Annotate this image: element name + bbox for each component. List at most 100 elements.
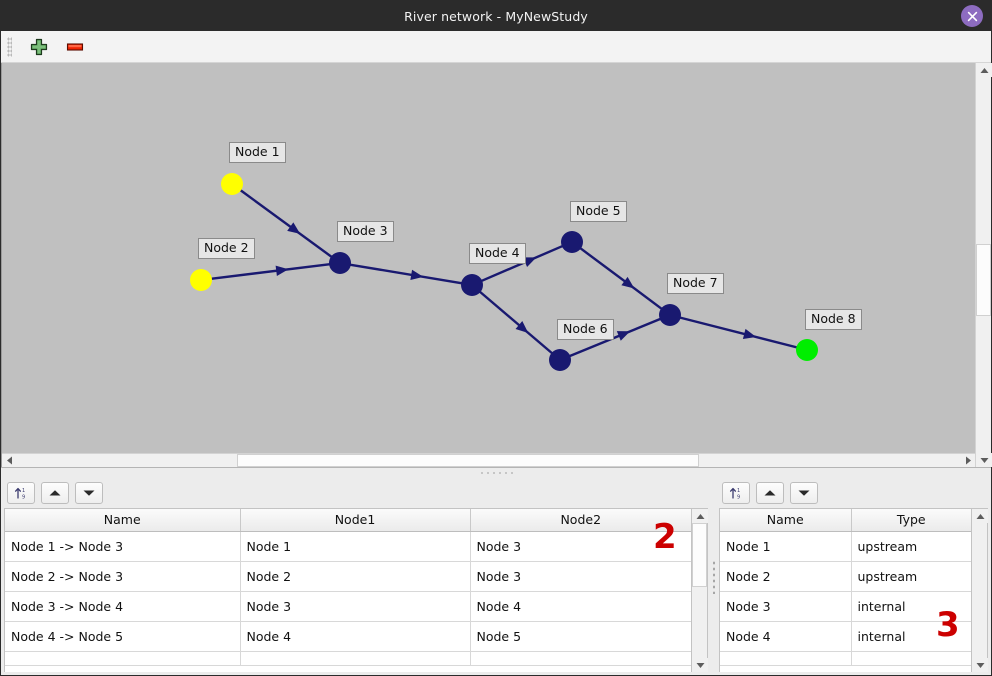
table-cell[interactable]: upstream — [851, 531, 971, 562]
edge-Node2-to-Node3[interactable] — [210, 263, 331, 280]
edge-Node3-to-Node4[interactable] — [349, 263, 463, 285]
edge-Node6-to-Node7[interactable] — [568, 317, 662, 358]
reaches-vscroll-up-button[interactable] — [692, 509, 708, 523]
table-cell[interactable]: Node 1 — [720, 531, 852, 562]
edge-Node4-to-Node6[interactable] — [478, 290, 554, 355]
horizontal-splitter[interactable] — [1, 467, 991, 478]
table-cell[interactable]: Node 2 — [720, 561, 852, 592]
column-header-node1[interactable]: Node1 — [240, 509, 471, 532]
reaches-vscroll-track[interactable] — [692, 523, 707, 658]
node-label-node7[interactable]: Node 7 — [667, 273, 724, 294]
graph-node-node7[interactable] — [659, 304, 681, 326]
edge-Node1-to-Node3[interactable] — [239, 188, 333, 259]
nodes-vscroll-down-button[interactable] — [972, 658, 988, 672]
nodes-move-down-button[interactable] — [790, 482, 818, 504]
hscroll-track[interactable] — [16, 454, 961, 467]
window-title: River network - MyNewStudy — [404, 8, 588, 24]
graph-node-node6[interactable] — [549, 349, 571, 371]
vscroll-track[interactable] — [976, 77, 991, 453]
hscroll-thumb[interactable] — [237, 454, 699, 467]
vertical-splitter[interactable] — [711, 478, 716, 675]
table-cell[interactable]: Node 3 -> Node 4 — [5, 591, 241, 622]
reaches-vscrollbar[interactable] — [692, 508, 708, 672]
table-cell[interactable]: Node 5 — [470, 621, 691, 652]
reaches-move-up-button[interactable] — [41, 482, 69, 504]
graph-node-node5[interactable] — [561, 231, 583, 253]
close-button[interactable] — [961, 5, 983, 27]
table-cell[interactable]: Node 2 -> Node 3 — [5, 561, 241, 592]
reaches-vscroll-thumb[interactable] — [692, 523, 707, 587]
diagram-hscrollbar[interactable] — [2, 453, 975, 467]
edge-arrow-icon — [742, 328, 757, 339]
reaches-panel: 1 9 — [1, 478, 711, 675]
edge-arrow-icon — [410, 269, 424, 280]
table-cell[interactable]: Node 4 — [720, 621, 852, 652]
table-cell[interactable]: Node 1 -> Node 3 — [5, 531, 241, 562]
node-label-node3[interactable]: Node 3 — [337, 221, 394, 242]
column-header-name[interactable]: Name — [720, 509, 852, 532]
nodes-toolbar: 1 9 — [716, 478, 991, 508]
reaches-sort-button[interactable]: 1 9 — [7, 482, 35, 504]
vscroll-down-button[interactable] — [976, 453, 992, 467]
nodes-sort-button[interactable]: 1 9 — [722, 482, 750, 504]
remove-node-button[interactable] — [64, 36, 86, 58]
edge-Node7-to-Node8[interactable] — [679, 316, 798, 349]
close-icon — [967, 11, 977, 21]
table-cell[interactable]: upstream — [851, 561, 971, 592]
table-cell[interactable]: Node 4 — [240, 621, 471, 652]
column-header-name[interactable]: Name — [5, 509, 241, 532]
nodes-move-up-button[interactable] — [756, 482, 784, 504]
table-cell[interactable]: Node 1 — [240, 531, 471, 562]
toolbar-grip[interactable] — [7, 36, 12, 57]
diagram-vscrollbar[interactable] — [975, 63, 992, 467]
table-cell[interactable]: Node 3 — [470, 561, 691, 592]
network-canvas[interactable]: Node 1 Node 2 Node 3 Node 4 Node 5 Node 6 Node… — [2, 63, 975, 453]
node-label-node1[interactable]: Node 1 — [229, 142, 286, 163]
table-cell-empty — [240, 651, 471, 666]
edge-arrow-icon — [287, 222, 301, 234]
node-label-node4[interactable]: Node 4 — [469, 243, 526, 264]
nodes-vscroll-up-button[interactable] — [972, 509, 988, 523]
nodes-vscroll-track[interactable] — [972, 523, 987, 658]
vscroll-thumb[interactable] — [976, 244, 991, 316]
table-cell[interactable]: internal — [851, 621, 971, 652]
node-label-node5[interactable]: Node 5 — [570, 201, 627, 222]
column-header-type[interactable]: Type — [851, 509, 971, 532]
node-label-node2[interactable]: Node 2 — [198, 238, 255, 259]
reaches-move-down-button[interactable] — [75, 482, 103, 504]
column-header-node2[interactable]: Node2 — [470, 509, 691, 532]
table-cell[interactable]: Node 4 — [470, 591, 691, 622]
node-label-node6[interactable]: Node 6 — [557, 319, 614, 340]
table-cell[interactable]: Node 3 — [240, 591, 471, 622]
table-cell[interactable]: Node 3 — [470, 531, 691, 562]
graph-node-node1[interactable] — [221, 173, 243, 195]
nodes-vscrollbar[interactable] — [972, 508, 988, 672]
edge-Node5-to-Node7[interactable] — [579, 247, 663, 310]
reaches-vscroll-down-button[interactable] — [692, 658, 708, 672]
vscroll-up-button[interactable] — [976, 63, 992, 77]
table-cell[interactable]: Node 2 — [240, 561, 471, 592]
table-cell[interactable]: Node 3 — [720, 591, 852, 622]
hscroll-right-button[interactable] — [961, 454, 975, 467]
graph-node-node2[interactable] — [190, 269, 212, 291]
graph-node-node8[interactable] — [796, 339, 818, 361]
table-cell[interactable]: internal — [851, 591, 971, 622]
graph-node-node3[interactable] — [329, 252, 351, 274]
node-label-node8[interactable]: Node 8 — [805, 309, 862, 330]
table-cell[interactable]: Node 4 -> Node 5 — [5, 621, 241, 652]
graph-node-node4[interactable] — [461, 274, 483, 296]
add-node-button[interactable] — [28, 36, 50, 58]
hscroll-left-button[interactable] — [2, 454, 16, 467]
